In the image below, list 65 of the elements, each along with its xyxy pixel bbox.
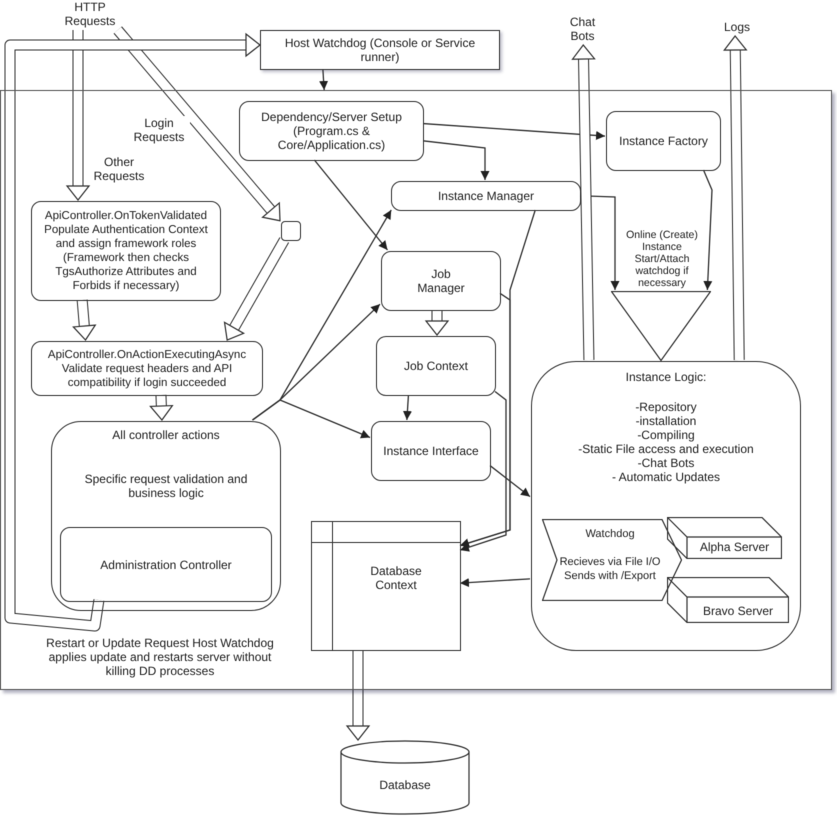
arrow [314,160,388,250]
arrow [702,170,713,290]
process-box [376,336,496,396]
hollow-arrow [571,44,596,360]
hollow-arrow [224,237,290,341]
node-text: -Repository [634,400,698,414]
process-box [31,201,221,301]
hollow-arrow [66,30,90,201]
hollow-arrow [149,394,174,421]
node-text: Administration Controller [100,558,232,572]
node-text: Host Watchdog (Console or Service runner) [284,36,476,64]
flow-label: Chat Bots [560,15,605,45]
process-box [391,181,581,211]
node-text: -Static File access and execution [577,442,755,456]
hollow-arrow [4,32,261,632]
arrow [490,465,530,498]
arrow [422,122,606,140]
node-text: Specific request validation and business logic [84,472,248,500]
node-text: Alpha Server [698,540,770,554]
arrow [460,391,507,552]
hollow-arrow [72,300,96,341]
node-text: ApiController.OnActionExecutingAsync Validate request headers and API compatibility if login succeeded [46,348,248,390]
flow-label: HTTP Requests [60,0,120,30]
node-text: Recieves via File I/O Sends with /Export [558,555,662,583]
system-boundary [0,90,832,690]
arrow [460,578,530,588]
flow-label: Logs [714,20,760,36]
node-text: Database [378,778,432,792]
node-text: Job Manager [416,267,466,295]
node-text: Instance Logic: [624,370,708,384]
node-text: Instance Factory [619,134,708,148]
hollow-arrow [424,310,450,336]
arrow [252,399,370,438]
process-box [31,341,263,396]
node-text: All controller actions [111,428,221,442]
hollow-arrow [114,26,281,222]
node-text: Instance Interface [383,444,479,458]
node-text: Bravo Server [702,604,774,618]
hollow-arrow [346,650,370,741]
node-text: - Automatic Updates [610,470,722,484]
process-box [381,251,501,311]
group-box [531,361,801,651]
process-box [371,421,491,481]
storage-box [311,521,461,651]
node-text: -installation [634,414,698,428]
node-text: Instance Manager [438,189,534,203]
node-text: Dependency/Server Setup (Program.cs & Core/Application.cs) [260,110,403,152]
node-text: -Chat Bots [636,456,696,470]
process-box [60,527,272,602]
hollow-arrow [723,35,748,360]
process-box [606,111,721,171]
process-box [260,30,500,70]
node-text: -Compiling [636,428,696,442]
arrow [402,394,412,420]
junction-box [281,221,301,241]
node-text: ApiController.OnTokenValidated Populate Authentication Context and assign framework roles (Framework then checks TgsAuthorize Attributes and Forbids if necessary) [43,209,209,293]
arrow [319,70,328,90]
node-text: Watchdog [584,527,636,541]
annotation-text: Online (Create) Instance Start/Attach watchdog if necessary [625,229,699,289]
process-box [239,101,424,161]
node-text: Job Context [404,359,468,373]
group-box [51,421,281,611]
node-text: Database Context [369,564,423,592]
arrow [422,140,490,180]
arrow [460,292,511,548]
